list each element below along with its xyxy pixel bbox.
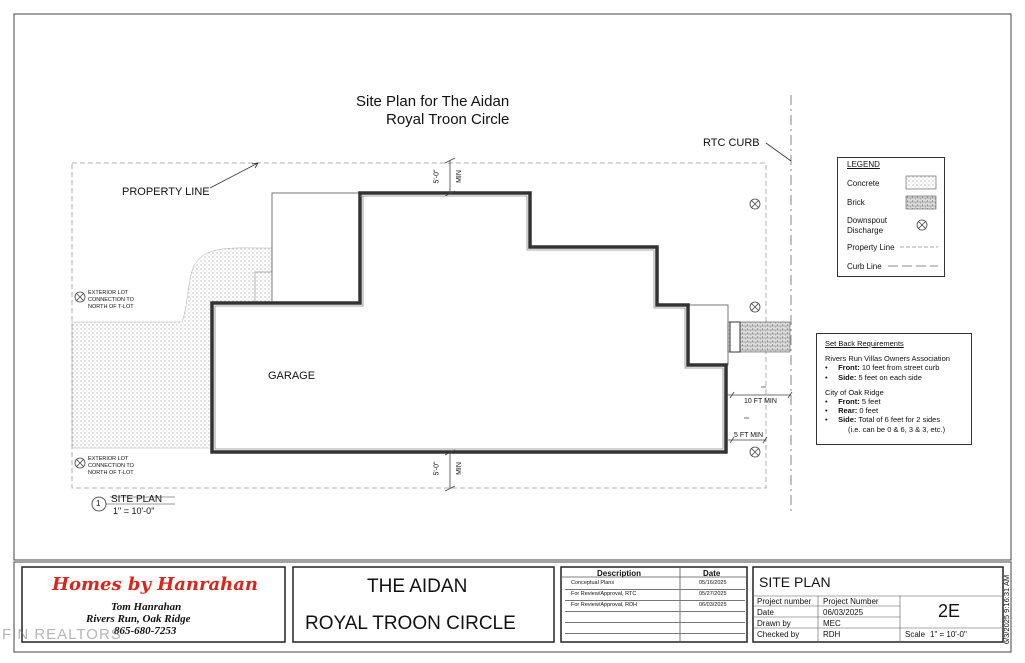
revision-row-empty	[565, 623, 745, 634]
legend-concrete: Concrete	[847, 179, 880, 188]
property-line-label: PROPERTY LINE	[122, 186, 210, 198]
min-bottom-dim: 5'-0"	[433, 461, 441, 476]
dim-top	[444, 157, 456, 197]
downspout-symbols	[74, 198, 928, 469]
setback-requirements: Set Back Requirements Rivers Run Villas …	[825, 339, 950, 434]
rtc-curb-label: RTC CURB	[703, 137, 760, 149]
curb-leader	[765, 142, 792, 162]
watermark: FIN REALTORS	[2, 626, 122, 643]
upper-wing	[271, 192, 361, 304]
project-name: THE AIDAN	[367, 576, 468, 597]
revision-row-empty	[565, 612, 745, 623]
sheet-title: SITE PLAN	[759, 574, 831, 590]
dim-bottom	[444, 449, 456, 492]
builder-name: Tom Hanrahan	[111, 601, 182, 613]
legend-property-line: Property Line	[847, 243, 895, 252]
date-label: Date	[757, 608, 774, 617]
site-plan-tag-number: 1	[96, 499, 101, 508]
revision-date-header: Date	[703, 569, 721, 578]
drawn-by-label: Drawn by	[757, 619, 791, 628]
builder-phone: 865-680-7253	[114, 625, 177, 637]
min-top-word: MIN	[455, 170, 463, 183]
revision-desc-header: Description	[597, 569, 642, 578]
min-top-dim: 5'-0"	[433, 169, 441, 184]
legend-curb-line: Curb Line	[847, 262, 882, 271]
dim-5ft	[726, 436, 768, 444]
legend-brick: Brick	[847, 198, 865, 207]
porch	[687, 304, 729, 366]
date-value: 06/03/2025	[823, 608, 864, 617]
min-bottom-word: MIN	[455, 462, 463, 475]
property-line-leader	[209, 162, 259, 189]
dim-10ft	[726, 391, 793, 399]
project-number-value: Project Number	[823, 597, 879, 606]
checked-by-label: Checked by	[757, 630, 800, 639]
garage-label: GARAGE	[268, 370, 316, 382]
drawing-title-line1: Site Plan for The Aidan	[356, 93, 510, 110]
scale-value: 1" = 10'-0"	[930, 630, 967, 639]
legend-box	[837, 157, 945, 277]
builder-location: Rivers Run, Oak Ridge	[86, 613, 191, 625]
drawing-title-line2: Royal Troon Circle	[386, 111, 510, 128]
site-plan-tag-label: SITE PLAN	[111, 494, 163, 505]
drawing-border	[13, 13, 1012, 561]
project-number-label: Project number	[757, 597, 812, 606]
site-plan-tag-scale: 1" = 10'-0"	[113, 506, 155, 516]
project-address: ROYAL TROON CIRCLE	[305, 613, 516, 634]
sheet-number: 2E	[938, 601, 961, 621]
legend-downspout: Downspout	[847, 216, 888, 225]
property-line	[71, 162, 767, 489]
five-ft-min-label: 5 FT MIN	[734, 432, 764, 439]
checked-by-value: RDH	[823, 630, 841, 639]
print-timestamp: 6/3/2025 9:16:31 AM	[1002, 574, 1012, 645]
scale-label: Scale	[905, 630, 926, 639]
legend-discharge: Discharge	[847, 226, 884, 235]
setback-box	[816, 333, 972, 445]
legend-heading: LEGEND	[847, 160, 880, 169]
house-footprint	[210, 191, 728, 454]
drawn-by-value: MEC	[823, 619, 841, 628]
brand-logo: Homes by Hanrahan	[52, 574, 258, 595]
ten-ft-min-label: 10 FT MIN	[744, 398, 777, 405]
